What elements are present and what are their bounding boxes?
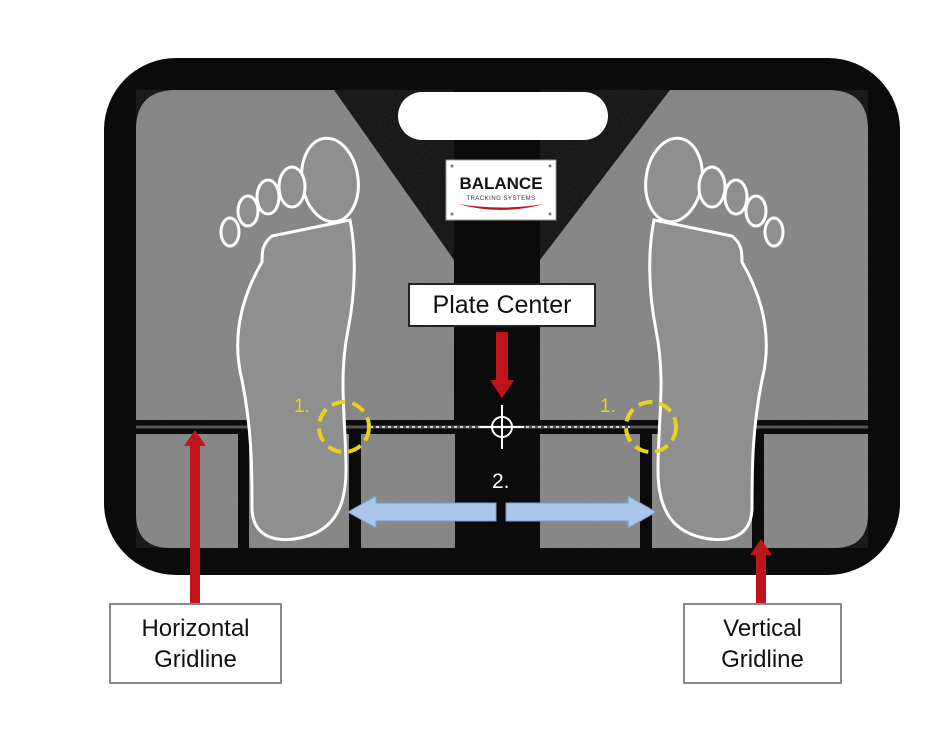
- right-foot-outline: [644, 136, 785, 542]
- logo-brand-text: BALANCE: [459, 174, 542, 193]
- vertical-gridline-pointer: [750, 539, 772, 604]
- horizontal-gridline-pointer: [184, 430, 206, 604]
- left-foot-outline: [219, 136, 360, 542]
- marker-1-label-right: 1.: [600, 396, 616, 417]
- vertical-gridline-callout: Vertical Gridline: [683, 603, 842, 684]
- pad-lower-4: [540, 434, 640, 548]
- pad-lower-6: [764, 434, 868, 548]
- marker-circle-right: [624, 400, 678, 454]
- stance-width-arrow: [346, 495, 658, 529]
- horizontal-gridline-callout: Horizontal Gridline: [109, 603, 282, 684]
- pad-lower-1: [136, 434, 238, 548]
- marker-2-label: 2.: [492, 470, 510, 493]
- horizontal-gridline-label-line1: Horizontal: [141, 614, 250, 642]
- plate-center-crosshair: [480, 405, 524, 449]
- vertical-gridline-label-line1: Vertical: [723, 614, 802, 642]
- vertical-gridline-label-line2: Gridline: [721, 645, 804, 673]
- marker-circle-left: [317, 400, 371, 454]
- logo-swoosh: [458, 204, 544, 210]
- plate-center-arrow: [490, 332, 514, 398]
- pad-lower-3: [361, 434, 455, 548]
- plate-center-label: Plate Center: [432, 290, 572, 319]
- plate-center-callout: Plate Center: [408, 283, 596, 327]
- brand-logo: BALANCE TRACKING SYSTEMS: [445, 159, 557, 221]
- logo-tagline-text: TRACKING SYSTEMS: [466, 196, 535, 202]
- horizontal-gridline-label-line2: Gridline: [154, 645, 237, 673]
- marker-1-label-left: 1.: [294, 396, 310, 417]
- plate-handle: [398, 92, 608, 140]
